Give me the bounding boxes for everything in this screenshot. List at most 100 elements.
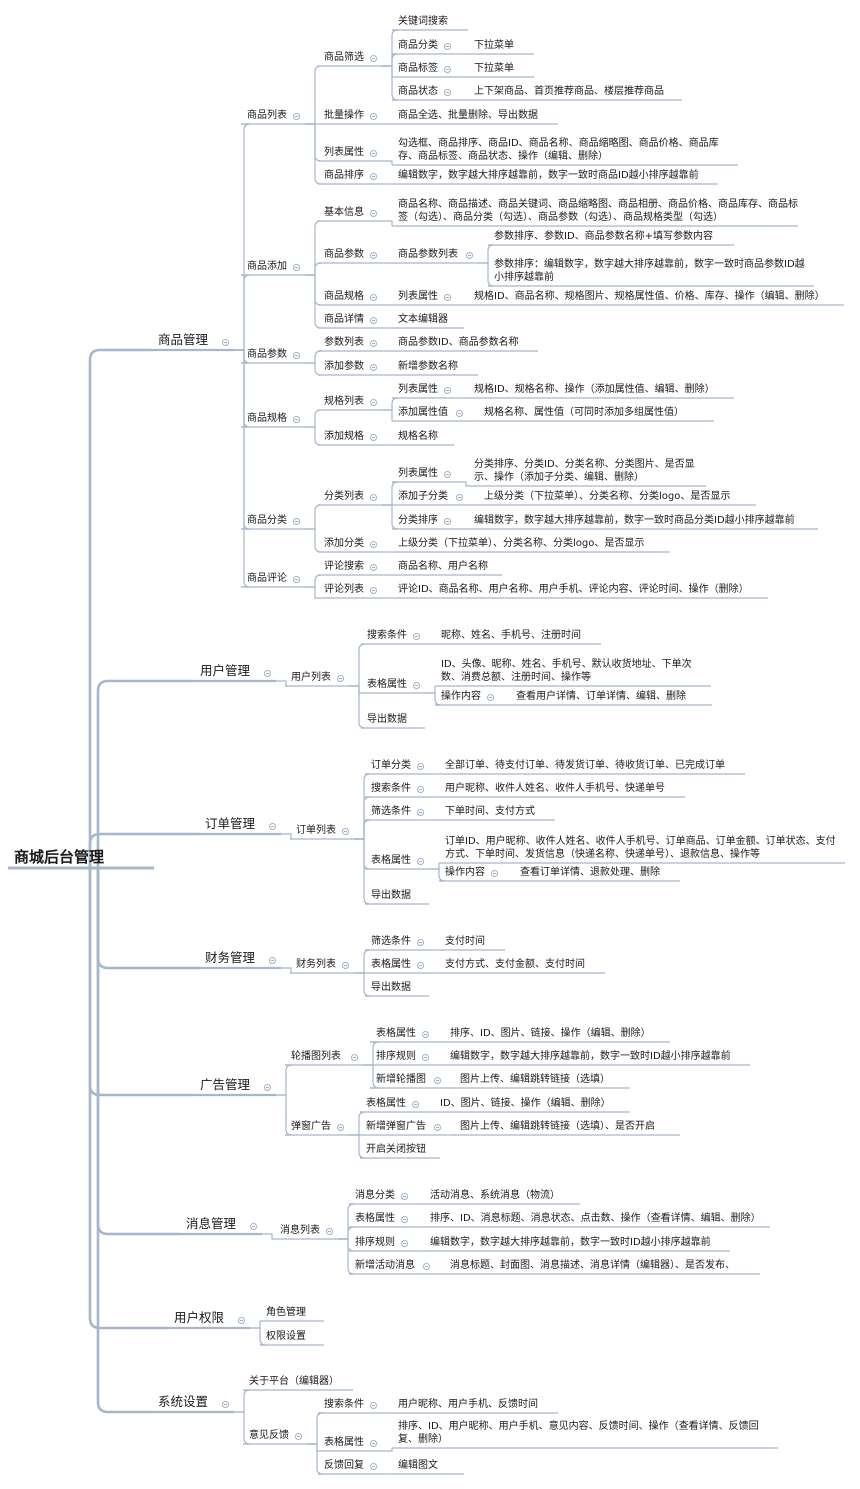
collapse-toggle-icon[interactable] [269,823,276,830]
topic-node: 评论列表 [324,584,364,595]
collapse-toggle-icon[interactable] [370,173,377,180]
collapse-toggle-icon[interactable] [370,494,377,501]
collapse-toggle-icon[interactable] [444,471,451,478]
collapse-toggle-icon[interactable] [370,113,377,120]
collapse-toggle-icon[interactable] [238,1317,245,1324]
collapse-toggle-icon[interactable] [466,252,473,259]
collapse-toggle-icon[interactable] [370,210,377,217]
connector-line [338,1238,355,1275]
leaf-node: 排序、ID、消息标题、消息状态、点击数、操作（查看详情、编辑、删除） [430,1213,761,1224]
topic-node: 评论搜索 [324,561,364,572]
collapse-toggle-icon[interactable] [401,1193,408,1200]
topic-node: 列表属性 [324,147,364,158]
collapse-toggle-icon[interactable] [222,339,229,346]
collapse-toggle-icon[interactable] [417,962,424,969]
connector-line [429,863,440,870]
topic-node: 消息列表 [280,1225,320,1236]
topic-node: 消息分类 [355,1190,395,1201]
connector-line [363,1041,380,1066]
collapse-toggle-icon[interactable] [370,340,377,347]
collapse-toggle-icon[interactable] [370,1440,377,1447]
collapse-toggle-icon[interactable] [337,675,344,682]
collapse-toggle-icon[interactable] [413,633,420,640]
connector-line [305,274,322,306]
collapse-toggle-icon[interactable] [370,541,377,548]
collapse-toggle-icon[interactable] [264,1084,271,1091]
collapse-toggle-icon[interactable] [370,564,377,571]
collapse-toggle-icon[interactable] [370,1463,377,1470]
topic-node: 排序规则 [355,1237,395,1248]
collapse-toggle-icon[interactable] [293,518,300,525]
collapse-toggle-icon[interactable] [370,364,377,371]
collapse-toggle-icon[interactable] [293,264,300,271]
collapse-toggle-icon[interactable] [342,828,349,835]
leaf-node: 图片上传、编辑跳转链接（选填） [460,1074,610,1085]
collapse-toggle-icon[interactable] [444,294,451,301]
connector-line [425,686,436,694]
collapse-toggle-icon[interactable] [417,809,424,816]
leaf-node: 分类排序、分类ID、分类名称、分类图片、是否显示、操作（添加子分类、编辑、删除） [474,459,695,483]
collapse-toggle-icon[interactable] [370,399,377,406]
topic-node: 商品列表 [247,110,287,121]
collapse-toggle-icon[interactable] [222,1401,229,1408]
collapse-toggle-icon[interactable] [401,1240,408,1247]
collapse-toggle-icon[interactable] [456,410,463,417]
topic-node: 排序规则 [376,1051,416,1062]
collapse-toggle-icon[interactable] [444,518,451,525]
collapse-toggle-icon[interactable] [293,416,300,423]
collapse-toggle-icon[interactable] [370,55,377,62]
collapse-toggle-icon[interactable] [293,576,300,583]
collapse-toggle-icon[interactable] [293,352,300,359]
collapse-toggle-icon[interactable] [250,1223,257,1230]
collapse-toggle-icon[interactable] [412,1101,419,1108]
collapse-toggle-icon[interactable] [444,66,451,73]
collapse-toggle-icon[interactable] [487,694,494,701]
topic-node: 分类排序 [398,515,438,526]
collapse-toggle-icon[interactable] [370,434,377,441]
collapse-toggle-icon[interactable] [444,387,451,394]
collapse-toggle-icon[interactable] [417,786,424,793]
branch-node: 用户权限 [174,1310,225,1325]
connector-line [305,528,322,553]
collapse-toggle-icon[interactable] [456,494,463,501]
leaf-node: 新增参数名称 [398,361,458,372]
collapse-toggle-icon[interactable] [326,1228,333,1235]
collapse-toggle-icon[interactable] [269,957,276,964]
collapse-toggle-icon[interactable] [491,870,498,877]
topic-node: 列表属性 [398,468,438,479]
trunk-line [96,868,199,970]
collapse-toggle-icon[interactable] [444,89,451,96]
topic-node: 财务列表 [296,959,336,970]
collapse-toggle-icon[interactable] [417,939,424,946]
collapse-toggle-icon[interactable] [370,150,377,157]
collapse-toggle-icon[interactable] [413,682,420,689]
collapse-toggle-icon[interactable] [422,1031,429,1038]
collapse-toggle-icon[interactable] [370,252,377,259]
collapse-toggle-icon[interactable] [370,1402,377,1409]
collapse-toggle-icon[interactable] [401,1216,408,1223]
collapse-toggle-icon[interactable] [293,113,300,120]
connector-line [305,409,322,428]
leaf-node: 评论ID、商品名称、用户名称、用户手机、评论内容、评论时间、操作（删除） [398,584,749,595]
leaf-node: 规格ID、商品名称、规格图片、规格属性值、价格、库存、操作（编辑、删除） [474,291,825,302]
branch-node: 财务管理 [205,950,256,965]
collapse-toggle-icon[interactable] [370,294,377,301]
collapse-toggle-icon[interactable] [444,43,451,50]
collapse-toggle-icon[interactable] [342,962,349,969]
connector-line [382,160,393,165]
collapse-toggle-icon[interactable] [370,587,377,594]
branch-node: 订单管理 [205,816,256,831]
leaf-node: 排序、ID、图片、链接、操作（编辑、删除） [450,1028,651,1039]
collapse-toggle-icon[interactable] [417,858,424,865]
collapse-toggle-icon[interactable] [295,1433,302,1440]
collapse-toggle-icon[interactable] [422,1054,429,1061]
collapse-toggle-icon[interactable] [337,1124,344,1131]
collapse-toggle-icon[interactable] [264,670,271,677]
collapse-toggle-icon[interactable] [423,1263,430,1270]
collapse-toggle-icon[interactable] [417,763,424,770]
collapse-toggle-icon[interactable] [434,1077,441,1084]
collapse-toggle-icon[interactable] [434,1124,441,1131]
collapse-toggle-icon[interactable] [351,1054,358,1061]
connector-line [349,1134,366,1159]
collapse-toggle-icon[interactable] [370,317,377,324]
